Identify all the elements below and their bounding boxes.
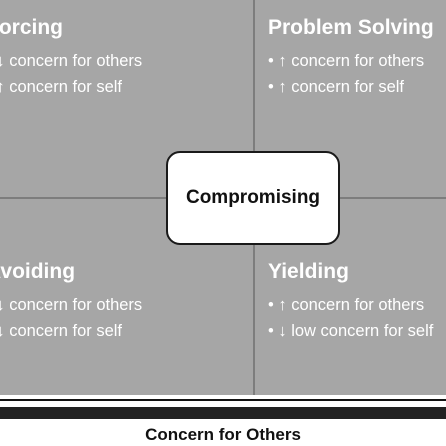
quadrant-avoiding: Avoiding • ↓ concern for others • ↓ conc… [0,258,142,344]
quadrant-item: • ↑ concern for others [268,52,425,70]
quadrant-item: • ↑ concern for others [268,296,425,314]
quadrant-title: Avoiding [0,260,76,283]
quadrant-grid: Forcing • ↓ concern for others • ↑ conce… [0,0,446,395]
quadrant-title: Problem Solving [268,16,434,39]
x-axis-label: Concern for Others [145,425,301,444]
quadrant-item: • ↓ concern for others [0,296,143,314]
quadrant-item: • ↑ concern for self [0,78,122,96]
quadrant-item: • ↓ concern for self [0,322,122,340]
quadrant-problem-solving: Problem Solving • ↑ concern for others •… [268,14,434,100]
quadrant-item: • ↑ concern for self [268,78,404,96]
quadrant-yielding: Yielding • ↑ concern for others • ↓ low … [268,258,433,344]
quadrant-title: Yielding [268,260,349,283]
axis-bar [0,407,446,419]
quadrant-forcing: Forcing • ↓ concern for others • ↑ conce… [0,14,142,100]
axis-line [0,399,446,401]
quadrant-item: • ↓ concern for others [0,52,143,70]
compromising-box: Compromising [166,151,340,245]
compromising-label: Compromising [185,187,321,208]
quadrant-title: Forcing [0,16,63,39]
quadrant-item: • ↓ low concern for self [268,322,434,340]
